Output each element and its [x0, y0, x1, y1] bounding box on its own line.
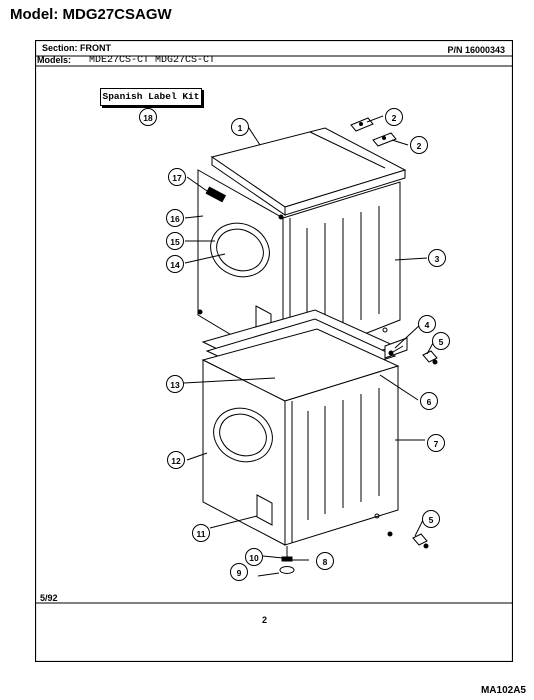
callout-5a: 5 — [432, 332, 450, 350]
callout-11: 11 — [192, 524, 210, 542]
section-label: Section: FRONT — [42, 43, 111, 53]
callout-14: 14 — [166, 255, 184, 273]
spanish-label-kit-box: Spanish Label Kit — [100, 88, 202, 106]
page-title: Model: MDG27CSAGW — [10, 6, 172, 23]
callout-5b: 5 — [422, 510, 440, 528]
callout-1: 1 — [231, 118, 249, 136]
callout-18: 18 — [139, 108, 157, 126]
page-number: 2 — [262, 615, 268, 625]
callout-4: 4 — [418, 315, 436, 333]
callout-2a: 2 — [385, 108, 403, 126]
callout-15: 15 — [166, 232, 184, 250]
callout-16: 16 — [166, 209, 184, 227]
callout-3: 3 — [428, 249, 446, 267]
callout-9: 9 — [230, 563, 248, 581]
models-value: MDE27CS-CT MDG27CS-CT — [89, 55, 216, 66]
callout-6: 6 — [420, 392, 438, 410]
revision-date: 5/92 — [40, 593, 58, 603]
callout-2b: 2 — [410, 136, 428, 154]
callout-17: 17 — [168, 168, 186, 186]
diagram-frame: Section: FRONT P/N 16000343 Models: MDE2… — [35, 40, 513, 662]
callout-13: 13 — [166, 375, 184, 393]
callout-10: 10 — [245, 548, 263, 566]
models-label: Models: — [37, 55, 72, 65]
callout-12: 12 — [167, 451, 185, 469]
callout-8: 8 — [316, 552, 334, 570]
document-code: MA102A5 — [480, 685, 526, 696]
part-number: P/N 16000343 — [447, 45, 505, 55]
callout-7: 7 — [427, 434, 445, 452]
exploded-view-drawing — [35, 40, 513, 662]
